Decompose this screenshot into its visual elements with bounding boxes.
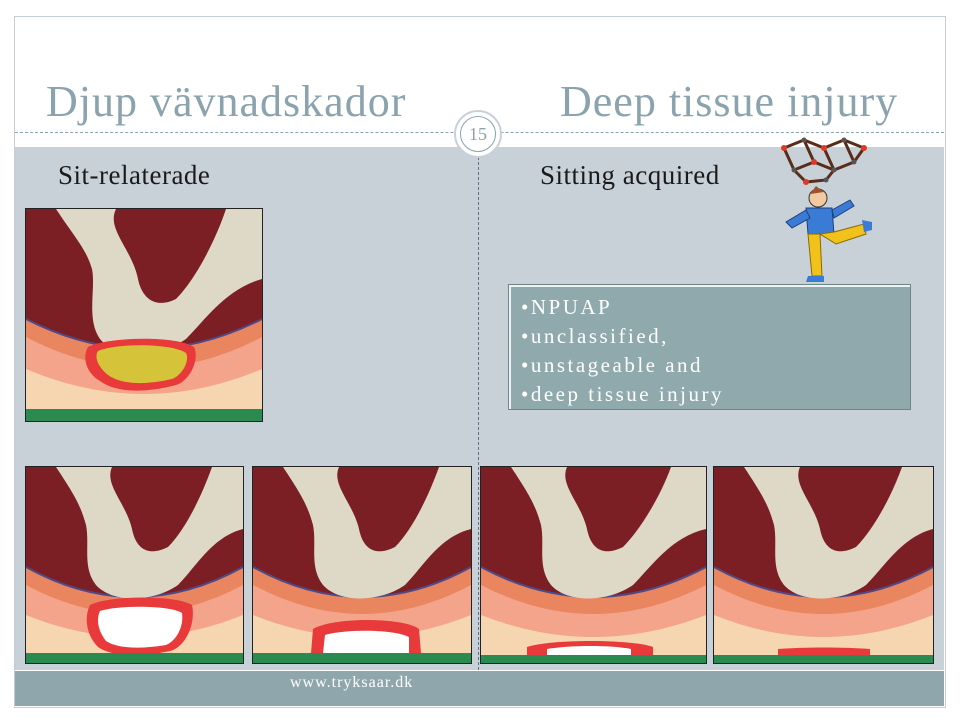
subtitle-left: Sit-relaterade — [58, 160, 211, 190]
stage-illustration-4 — [713, 466, 934, 664]
footer-url: www.tryksaar.dk — [290, 674, 414, 691]
page-number: 15 — [460, 116, 496, 152]
info-line-1: •NPUAP — [521, 295, 613, 319]
deep-tissue-injury-illustration — [25, 208, 263, 422]
stage-illustration-2 — [252, 466, 472, 664]
info-line-2: •unclassified, — [521, 324, 669, 348]
page-number-badge: 15 — [454, 110, 502, 158]
acrobat-clipart-icon — [776, 136, 876, 288]
footer-band — [15, 671, 944, 706]
info-line-4: •deep tissue injury — [521, 382, 724, 406]
title-left: Djup vävnadskador — [46, 77, 407, 126]
subtitle-right: Sitting acquired — [540, 160, 720, 190]
stage-illustration-1 — [25, 466, 244, 664]
center-divider — [478, 147, 479, 670]
stage-illustration-3 — [480, 466, 707, 664]
title-right: Deep tissue injury — [560, 77, 899, 126]
info-line-3: •unstageable and — [521, 353, 704, 377]
info-box: •NPUAP •unclassified, •unstageable and •… — [508, 284, 911, 410]
